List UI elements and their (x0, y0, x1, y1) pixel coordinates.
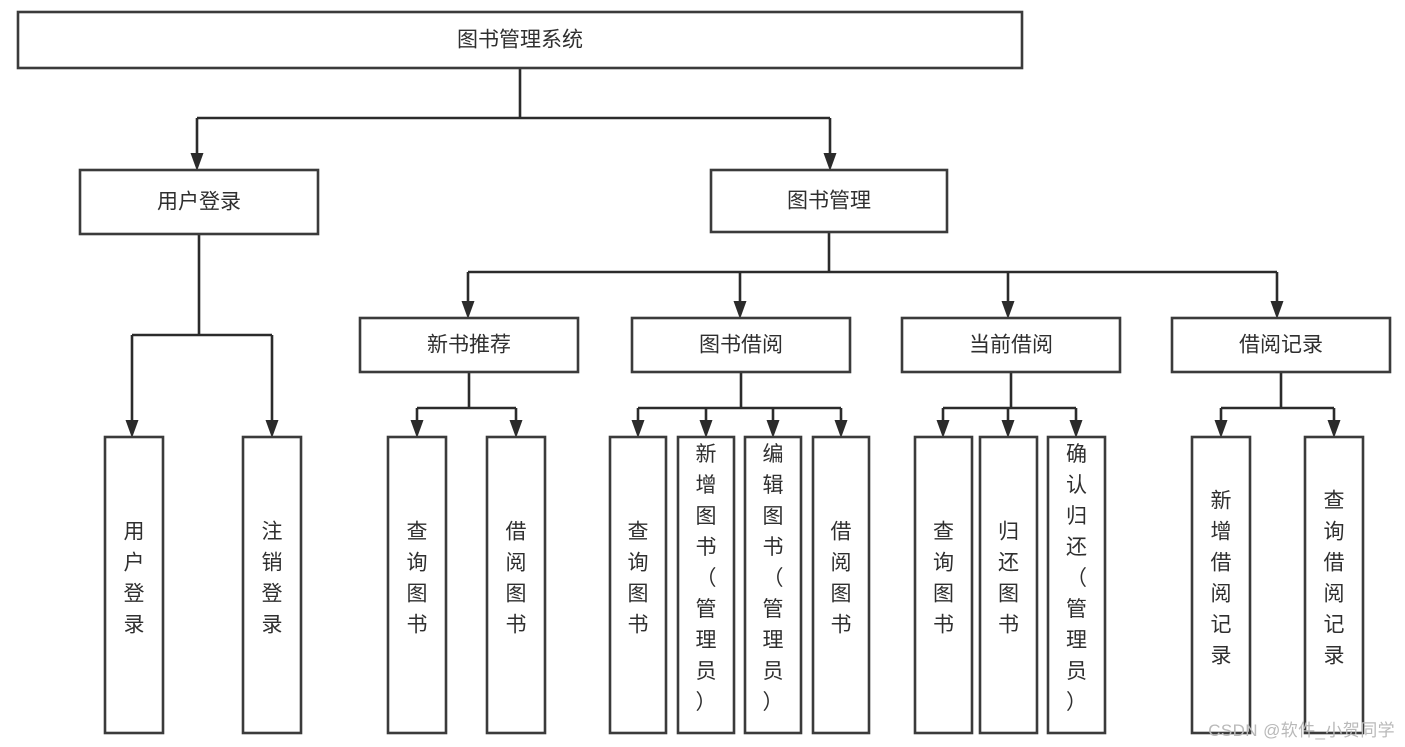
root-node-box[interactable] (16, 10, 1024, 70)
leaf-node[interactable]: 新增图书（管理员） (676, 435, 736, 735)
leaf-node-box[interactable] (241, 435, 303, 735)
leaf-node-box[interactable] (1303, 435, 1365, 735)
level3-node-box[interactable] (1170, 316, 1392, 374)
leaf-node-box[interactable] (913, 435, 974, 735)
leaf-node-label: 查询图书 (628, 521, 649, 637)
connector-group (461, 232, 1284, 319)
level3-node[interactable]: 当前借阅 (900, 316, 1122, 374)
level2-node[interactable]: 用户登录 (78, 168, 320, 236)
leaf-node[interactable]: 查询图书 (913, 435, 974, 735)
leaf-node-box[interactable] (1046, 435, 1107, 735)
leaf-node-label: 新增图书（管理员） (696, 443, 717, 714)
leaf-node-box[interactable] (386, 435, 448, 735)
connector-group (1214, 372, 1341, 438)
leaf-node[interactable]: 查询图书 (386, 435, 448, 735)
leaf-node-label: 确认归还（管理员） (1066, 443, 1087, 714)
level3-node[interactable]: 借阅记录 (1170, 316, 1392, 374)
leaf-node-label: 查询借阅记录 (1324, 490, 1345, 668)
level3-node-box[interactable] (358, 316, 580, 374)
leaf-node[interactable]: 用户登录 (103, 435, 165, 735)
leaf-node[interactable]: 编辑图书（管理员） (743, 435, 803, 735)
leaf-node-label: 注销登录 (262, 521, 283, 637)
node-layer: 图书管理系统用户登录图书管理新书推荐图书借阅当前借阅借阅记录用户登录注销登录查询… (16, 10, 1392, 735)
leaf-node-box[interactable] (676, 435, 736, 735)
level2-node-label: 用户登录 (157, 191, 241, 214)
leaf-node[interactable]: 借阅图书 (811, 435, 871, 735)
level3-node-box[interactable] (630, 316, 852, 374)
connector-group (936, 372, 1083, 438)
connector-group (125, 234, 279, 438)
level3-node-label: 新书推荐 (427, 334, 511, 357)
level2-node-box[interactable] (709, 168, 949, 234)
root-node-label: 图书管理系统 (457, 29, 583, 52)
leaf-node-label: 借阅图书 (831, 521, 852, 637)
root-node[interactable]: 图书管理系统 (16, 10, 1024, 70)
level3-node-label: 图书借阅 (699, 334, 783, 357)
level2-node-box[interactable] (78, 168, 320, 236)
level2-node-label: 图书管理 (787, 190, 871, 213)
leaf-node[interactable]: 确认归还（管理员） (1046, 435, 1107, 735)
leaf-node[interactable]: 新增借阅记录 (1190, 435, 1252, 735)
leaf-node[interactable]: 查询图书 (608, 435, 668, 735)
connector-group (410, 372, 523, 438)
level3-node[interactable]: 新书推荐 (358, 316, 580, 374)
leaf-node-label: 用户登录 (124, 521, 145, 637)
leaf-node-label: 查询图书 (933, 521, 954, 637)
leaf-node-box[interactable] (608, 435, 668, 735)
watermark-text: CSDN @软件_小贺同学 (1208, 721, 1395, 740)
leaf-node-box[interactable] (978, 435, 1039, 735)
leaf-node[interactable]: 注销登录 (241, 435, 303, 735)
connector-group (631, 372, 848, 438)
leaf-node-label: 归还图书 (998, 521, 1019, 637)
leaf-node-label: 借阅图书 (506, 521, 527, 637)
leaf-node-label: 查询图书 (407, 521, 428, 637)
leaf-node-label: 新增借阅记录 (1211, 490, 1232, 668)
leaf-node-box[interactable] (743, 435, 803, 735)
leaf-node-box[interactable] (811, 435, 871, 735)
level3-node-label: 借阅记录 (1239, 334, 1323, 357)
level3-node-box[interactable] (900, 316, 1122, 374)
leaf-node[interactable]: 借阅图书 (485, 435, 547, 735)
leaf-node-box[interactable] (485, 435, 547, 735)
connector-group (190, 68, 837, 171)
leaf-node-box[interactable] (103, 435, 165, 735)
level3-node-label: 当前借阅 (969, 334, 1053, 357)
leaf-node-box[interactable] (1190, 435, 1252, 735)
level2-node[interactable]: 图书管理 (709, 168, 949, 234)
leaf-node[interactable]: 查询借阅记录 (1303, 435, 1365, 735)
leaf-node[interactable]: 归还图书 (978, 435, 1039, 735)
leaf-node-label: 编辑图书（管理员） (763, 443, 784, 714)
level3-node[interactable]: 图书借阅 (630, 316, 852, 374)
connector-layer (125, 68, 1341, 438)
